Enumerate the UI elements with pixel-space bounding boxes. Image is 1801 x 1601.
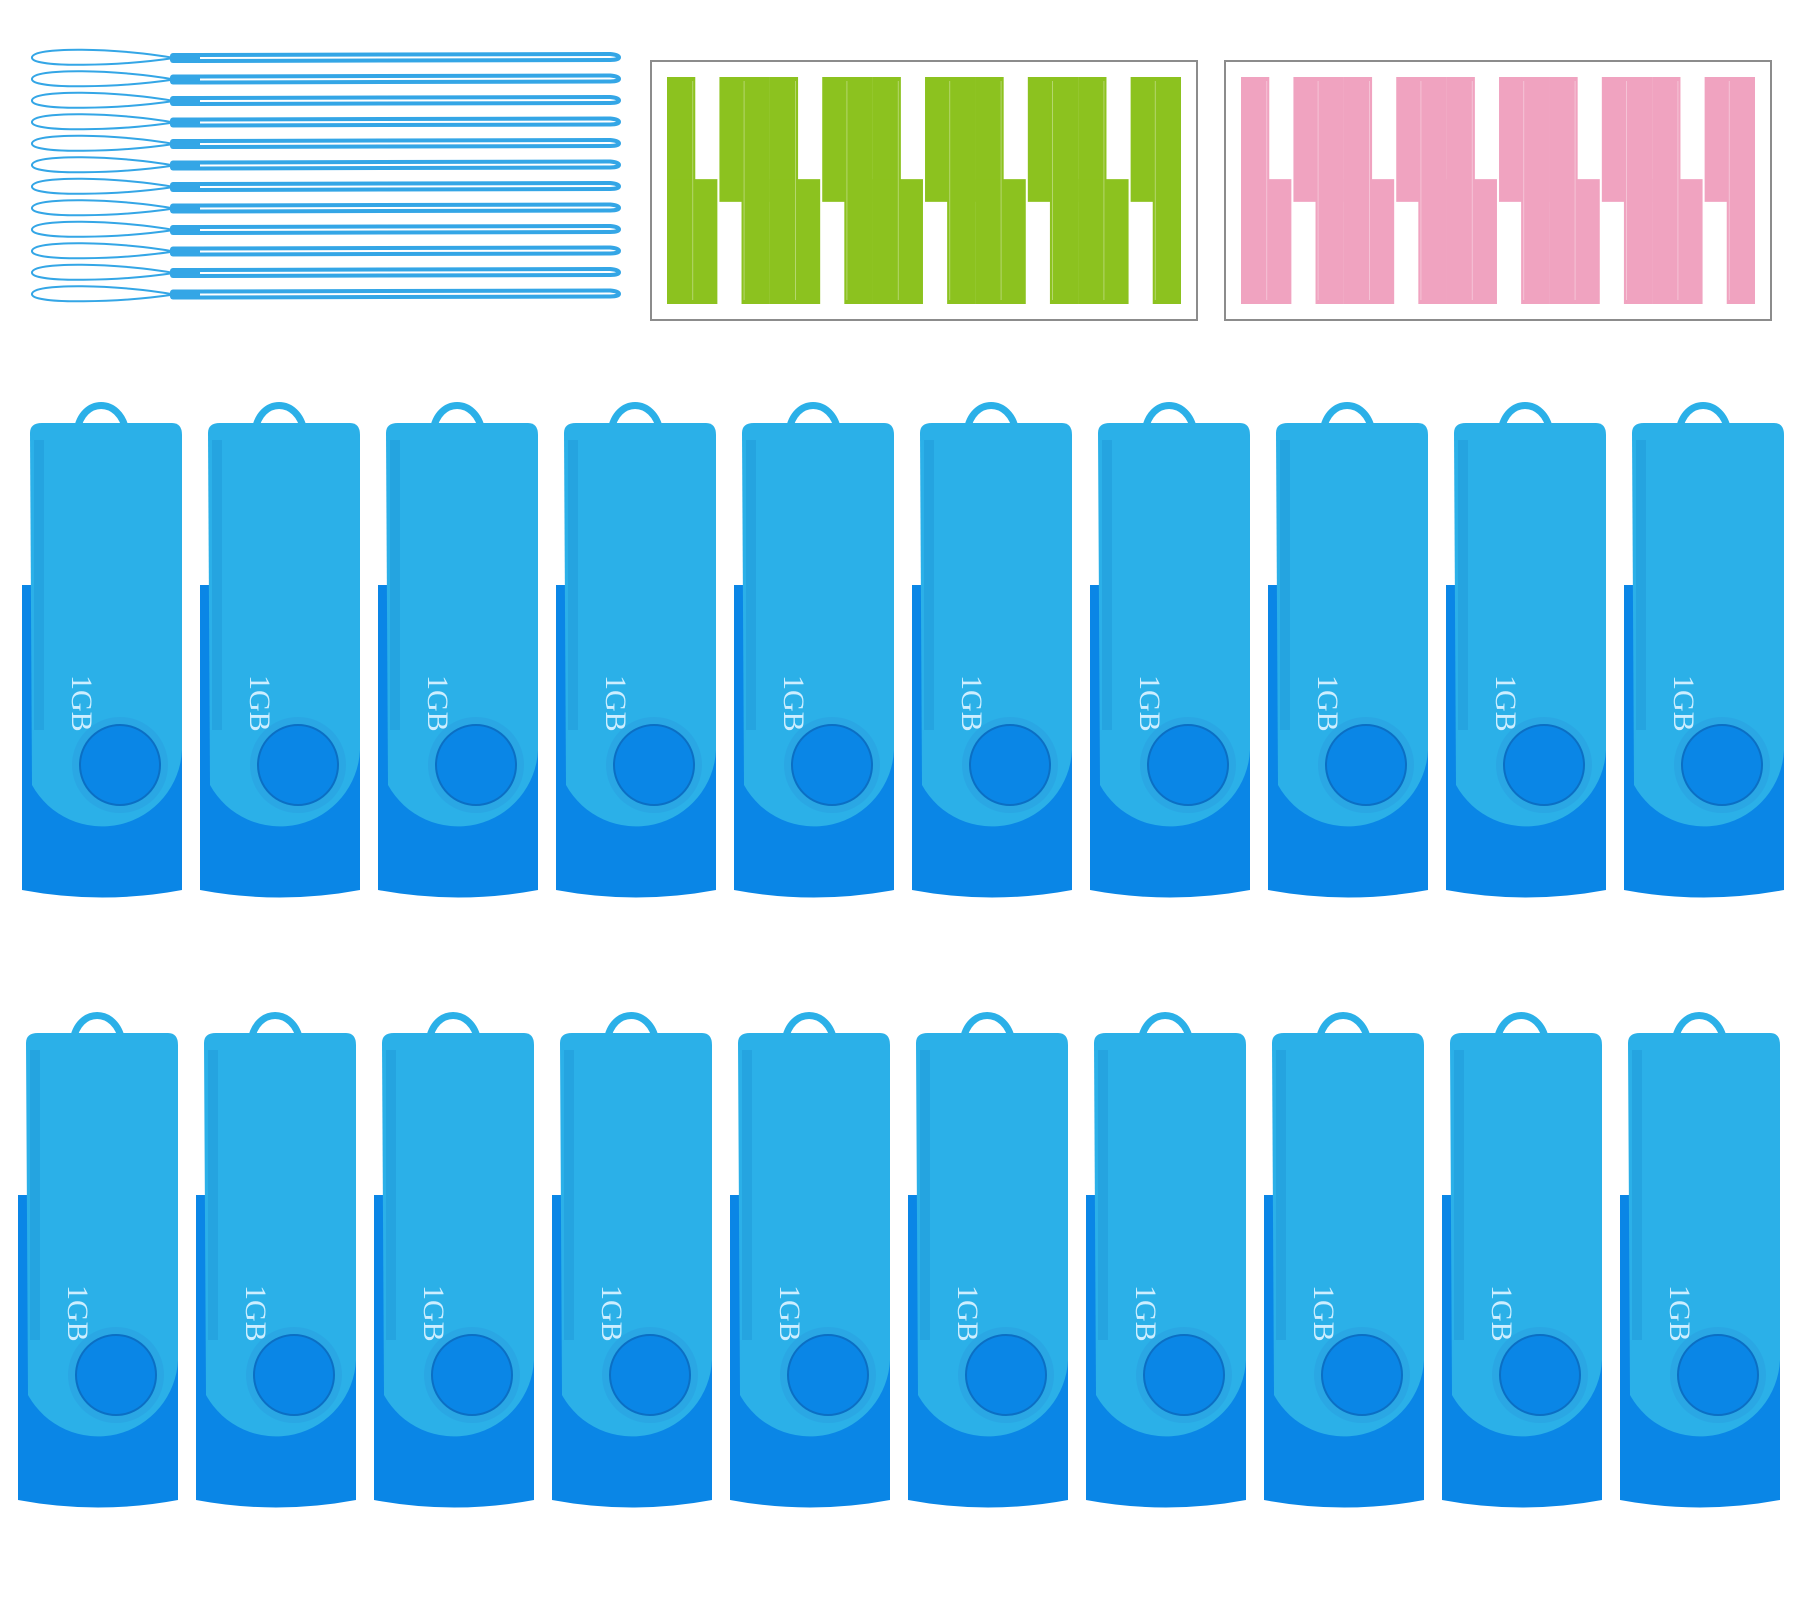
usb-flash-drive-icon: 1GB [734, 402, 894, 898]
capacity-label: 1GB [421, 675, 454, 732]
cable-label-sticker [1027, 77, 1079, 304]
cable-label-sticker [1601, 77, 1653, 304]
usb-flash-drive-icon: 1GB [1446, 402, 1606, 898]
capacity-label: 1GB [1307, 1285, 1340, 1342]
cable-label-sticker [975, 77, 1026, 304]
usb-flash-drive-icon: 1GB [1086, 1012, 1246, 1508]
usb-flash-drive-icon: 1GB [196, 1012, 356, 1508]
capacity-label: 1GB [1663, 1285, 1696, 1342]
capacity-label: 1GB [951, 1285, 984, 1342]
cable-label-sticker [1078, 77, 1129, 304]
capacity-label: 1GB [1667, 675, 1700, 732]
usb-flash-drive-icon: 1GB [1624, 402, 1784, 898]
usb-flash-drive-icon: 1GB [912, 402, 1072, 898]
capacity-label: 1GB [239, 1285, 272, 1342]
capacity-label: 1GB [773, 1285, 806, 1342]
cable-label-sticker [1652, 77, 1703, 304]
usb-flash-drive-icon: 1GB [200, 402, 360, 898]
usb-flash-drive-icon: 1GB [1620, 1012, 1780, 1508]
lanyard-strap-icon [31, 242, 621, 260]
capacity-label: 1GB [599, 675, 632, 732]
cable-label-sticker [925, 77, 976, 304]
lanyard-strap-icon [31, 91, 621, 109]
capacity-label: 1GB [595, 1285, 628, 1342]
cable-label-sticker [1549, 77, 1600, 304]
usb-flash-drive-icon: 1GB [378, 402, 538, 898]
usb-flash-drive-icon: 1GB [374, 1012, 534, 1508]
lanyard-strap-icon [31, 156, 621, 174]
cable-label-sticker [769, 77, 821, 304]
lanyard-strap-icon [31, 285, 621, 303]
usb-flash-drive-icon: 1GB [1264, 1012, 1424, 1508]
usb-flash-drive-icon: 1GB [18, 1012, 178, 1508]
lanyard-strap-icon [31, 48, 621, 66]
cable-label-sticker [1446, 77, 1497, 304]
capacity-label: 1GB [417, 1285, 450, 1342]
usb-drive-grid: 1GB 1GB 1GB 1GB 1GB 1GB 1GB 1GB 1GB 1GB 1GB 1GB 1GB 1… [18, 402, 1784, 1508]
lanyard-strap-icon [31, 177, 621, 195]
usb-flash-drive-icon: 1GB [1268, 402, 1428, 898]
capacity-label: 1GB [777, 675, 810, 732]
usb-flash-drive-icon: 1GB [1442, 1012, 1602, 1508]
cable-label-sticker [1499, 77, 1550, 304]
sticker-sheet [1224, 60, 1772, 321]
lanyard-strap-icon [31, 220, 621, 238]
lanyard-strap-icon [31, 199, 621, 217]
sticker-sheet [650, 60, 1198, 321]
lanyard-strap-icon [31, 134, 621, 152]
cable-label-sticker [1130, 77, 1181, 304]
capacity-label: 1GB [61, 1285, 94, 1342]
capacity-label: 1GB [955, 675, 988, 732]
capacity-label: 1GB [65, 675, 98, 732]
usb-flash-drive-icon: 1GB [1090, 402, 1250, 898]
capacity-label: 1GB [1311, 675, 1344, 732]
cable-label-sticker [1704, 77, 1755, 304]
lanyard-strap-icon [31, 113, 621, 131]
capacity-label: 1GB [1485, 1285, 1518, 1342]
cable-label-sticker [872, 77, 923, 304]
cable-label-sticker [667, 77, 718, 304]
label-sticker-sheets [650, 60, 1772, 321]
usb-flash-drive-icon: 1GB [22, 402, 182, 898]
capacity-label: 1GB [243, 675, 276, 732]
usb-flash-drive-icon: 1GB [908, 1012, 1068, 1508]
usb-flash-drive-icon: 1GB [552, 1012, 712, 1508]
lanyard-strap-icon [31, 70, 621, 88]
lanyard-strap-icon [31, 263, 621, 281]
cable-label-sticker [1396, 77, 1447, 304]
capacity-label: 1GB [1129, 1285, 1162, 1342]
capacity-label: 1GB [1133, 675, 1166, 732]
lanyard-bundle [31, 48, 621, 303]
cable-label-sticker [822, 77, 873, 304]
usb-flash-drive-icon: 1GB [556, 402, 716, 898]
capacity-label: 1GB [1489, 675, 1522, 732]
usb-flash-drive-icon: 1GB [730, 1012, 890, 1508]
cable-label-sticker [1293, 77, 1344, 304]
cable-label-sticker [1241, 77, 1292, 304]
cable-label-sticker [1343, 77, 1395, 304]
cable-label-sticker [719, 77, 770, 304]
